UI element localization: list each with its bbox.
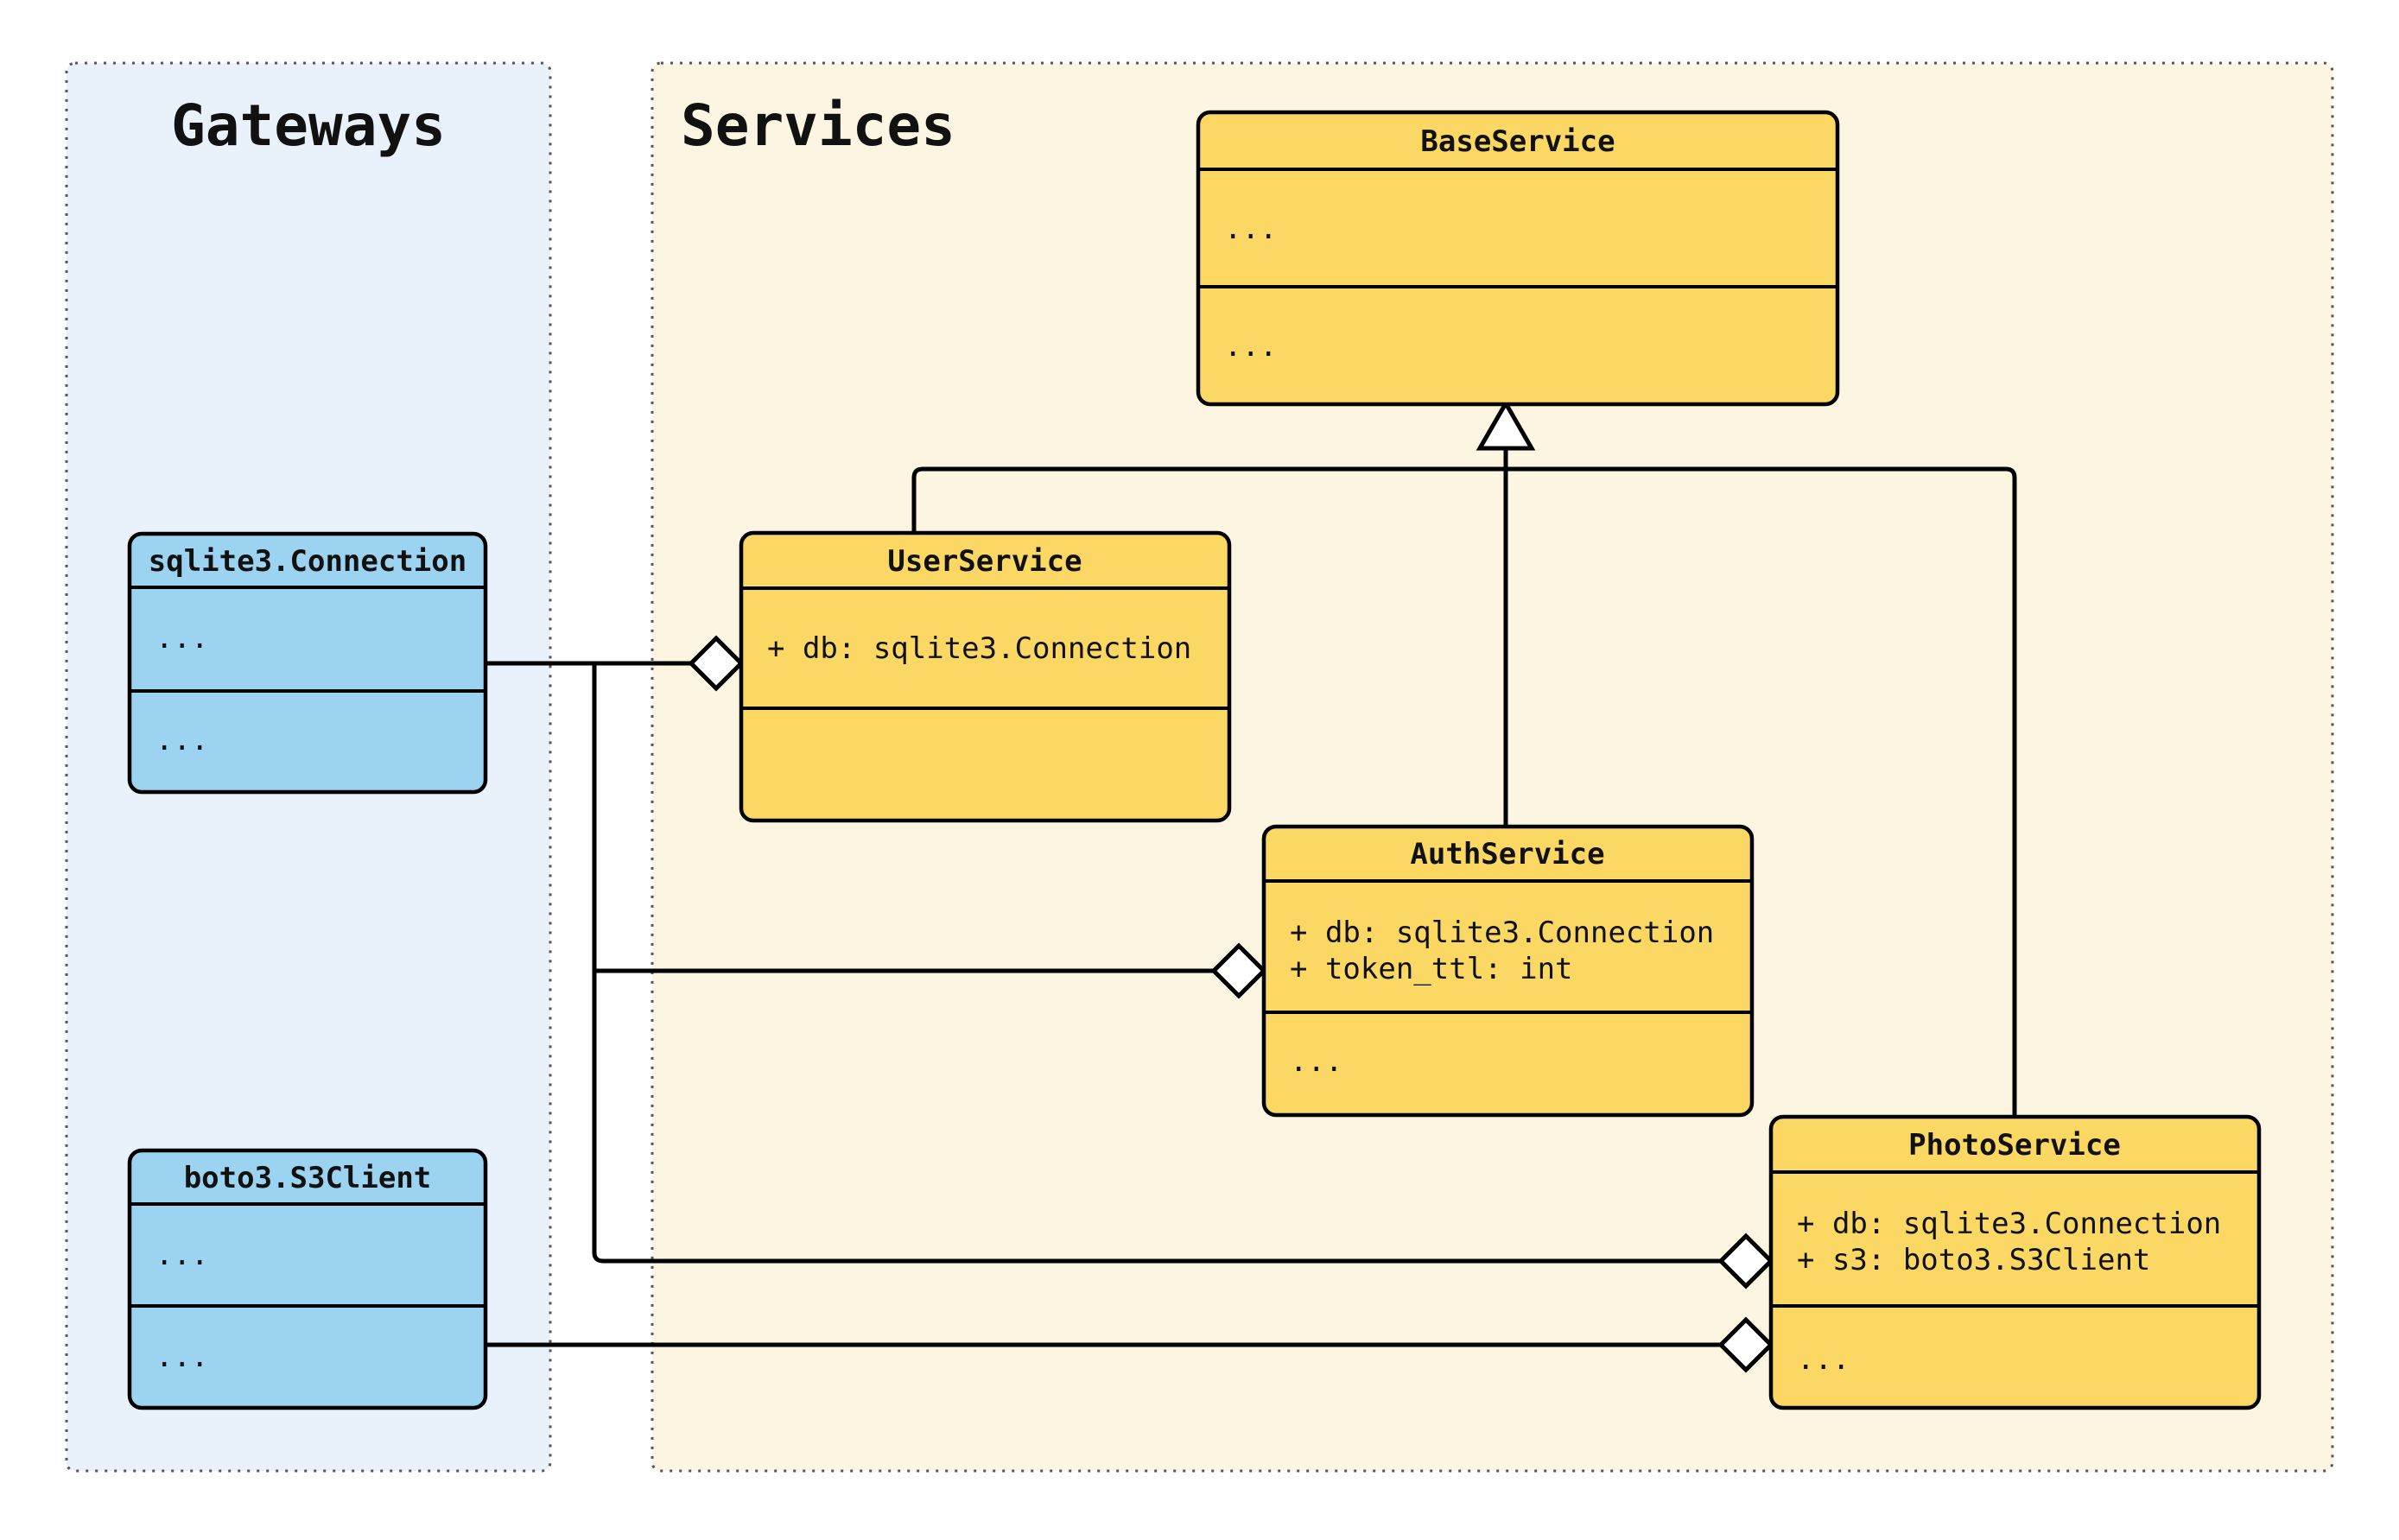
class-box	[1768, 1114, 2262, 1410]
class-title: UserService	[887, 544, 1082, 579]
class-title: sqlite3.Connection	[149, 544, 466, 579]
class-attribute: + s3: boto3.S3Client	[1797, 1243, 2150, 1277]
class-method: ...	[155, 1340, 208, 1374]
aggregation-diamond-icon	[688, 635, 745, 692]
class-attribute: ...	[1224, 212, 1277, 246]
aggregation-diamond-icon	[1210, 942, 1267, 999]
class-node-authservice: AuthService + db: sqlite3.Connection + t…	[1261, 824, 1755, 1118]
class-method: ...	[1290, 1044, 1342, 1079]
class-title: AuthService	[1410, 837, 1604, 871]
class-box	[1196, 110, 1840, 407]
class-node-sqlite3-connection: sqlite3.Connection ... ...	[127, 531, 488, 795]
class-box	[1261, 824, 1755, 1118]
class-attribute: ...	[155, 621, 208, 656]
class-attribute: + db: sqlite3.Connection	[1797, 1207, 2221, 1241]
class-method: ...	[1797, 1342, 1850, 1377]
edge-inheritance-bus	[911, 466, 2017, 1117]
class-title: boto3.S3Client	[184, 1161, 432, 1195]
class-attribute: + db: sqlite3.Connection	[1290, 916, 1714, 950]
services-panel-title: Services	[681, 92, 955, 159]
class-title: PhotoService	[1908, 1128, 2121, 1163]
edge-sqlite-photoservice	[592, 663, 1721, 1264]
class-node-userservice: UserService + db: sqlite3.Connection	[739, 530, 1232, 823]
class-attribute: ...	[155, 1238, 208, 1272]
class-node-boto3-s3client: boto3.S3Client ... ...	[127, 1148, 488, 1410]
class-node-photoservice: PhotoService + db: sqlite3.Connection + …	[1768, 1114, 2262, 1410]
class-node-baseservice: BaseService ... ...	[1196, 110, 1840, 407]
class-attribute: + db: sqlite3.Connection	[767, 631, 1191, 666]
class-method: ...	[1224, 329, 1277, 364]
aggregation-diamond-icon	[1717, 1233, 1774, 1290]
class-box	[739, 530, 1232, 823]
aggregation-diamond-icon	[1717, 1316, 1774, 1373]
class-title: BaseService	[1420, 124, 1615, 159]
class-method: ...	[155, 723, 208, 757]
gateways-panel-title: Gateways	[171, 92, 446, 159]
class-box	[127, 531, 488, 795]
class-box	[127, 1148, 488, 1410]
inheritance-triangle-icon	[1476, 398, 1536, 451]
class-attribute: + token_ttl: int	[1290, 952, 1573, 986]
